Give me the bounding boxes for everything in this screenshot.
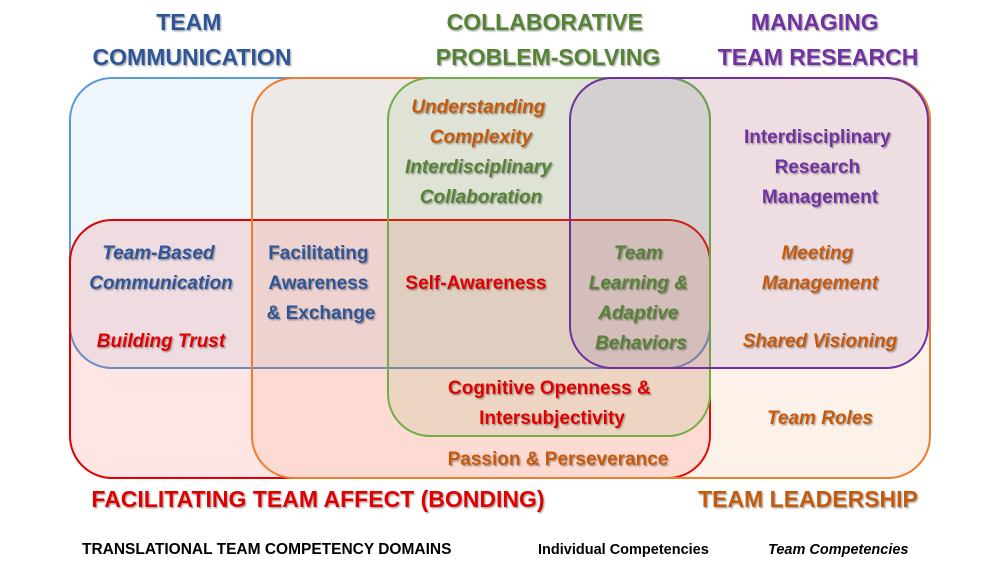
collaborative-problem-solving-heading: COLLABORATIVE PROBLEM-SOLVING (436, 9, 660, 70)
understanding-complexity-label: Understanding Complexity (411, 97, 550, 148)
legend-team: Team Competencies (768, 542, 908, 558)
team-leadership-heading: TEAM LEADERSHIP (698, 486, 918, 512)
interdisciplinary-collaboration-label: Interdisciplinary Collaboration (405, 157, 557, 208)
shared-visioning-label: Shared Visioning (743, 331, 898, 352)
meeting-management-label: Meeting Management (762, 243, 879, 294)
facilitating-team-affect-heading: FACILITATING TEAM AFFECT (BONDING) (91, 486, 544, 512)
passion-perseverance-label: Passion & Perseverance (448, 449, 669, 470)
legend-title: TRANSLATIONAL TEAM COMPETENCY DOMAINS (82, 541, 451, 558)
building-trust-label: Building Trust (97, 331, 226, 352)
facilitating-awareness-label: Facilitating Awareness & Exchange (267, 243, 376, 324)
self-awareness-label: Self-Awareness (405, 273, 546, 294)
legend-individual: Individual Competencies (538, 542, 709, 558)
team-roles-label: Team Roles (767, 408, 873, 429)
managing-team-research-region (569, 77, 929, 369)
interdisciplinary-research-management-label: Interdisciplinary Research Management (744, 127, 896, 208)
team-learning-label: Team Learning & Adaptive Behaviors (589, 243, 694, 354)
team-communication-heading: TEAM COMMUNICATION (93, 9, 292, 70)
cognitive-openness-label: Cognitive Openness & Intersubjectivity (448, 378, 656, 429)
managing-team-research-heading: MANAGING TEAM RESEARCH (718, 9, 919, 70)
team-based-communication-label: Team-Based Communication (89, 243, 233, 294)
collaborative-problem-solving-region (387, 77, 711, 437)
